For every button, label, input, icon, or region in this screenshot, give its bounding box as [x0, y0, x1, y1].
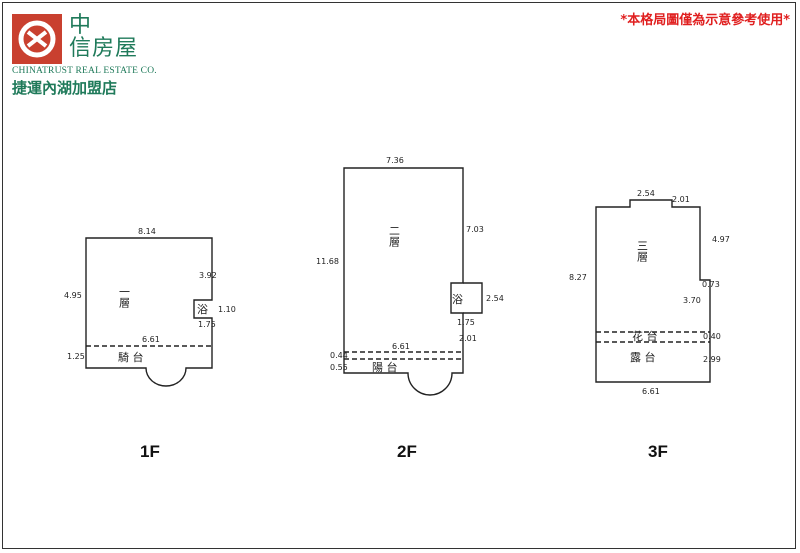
- room-1f-side: 浴: [197, 303, 208, 316]
- room-3f-bottom: 露 台: [630, 350, 656, 364]
- dim-3f-top-right: 2.01: [672, 195, 690, 204]
- room-3f-band: 花 台: [632, 329, 658, 343]
- room-1f-main: 一層: [118, 286, 131, 308]
- floor-plan-3f: [595, 199, 711, 383]
- dim-2f-right-upper: 7.03: [466, 225, 484, 234]
- dim-1f-left: 4.95: [64, 291, 82, 300]
- brand-english-name: CHINATRUST REAL ESTATE CO.: [12, 66, 157, 76]
- floor-label-3f: 3F: [648, 442, 668, 461]
- room-2f-main: 二層: [388, 225, 401, 247]
- brand-emblem-icon: [12, 14, 62, 64]
- dim-3f-bottom: 6.61: [642, 387, 660, 396]
- dim-3f-top: 2.54: [637, 189, 655, 198]
- room-2f-bottom: 陽 台: [372, 360, 398, 374]
- branch-name: 捷運內湖加盟店: [12, 79, 118, 97]
- dim-2f-notch-h: 2.54: [486, 294, 504, 303]
- dim-1f-bottom-inner: 6.61: [142, 335, 160, 344]
- dim-3f-right-mid: 3.70: [683, 296, 701, 305]
- dim-2f-bottom-left1: 0.44: [330, 351, 348, 360]
- dim-2f-bottom-inner: 6.61: [392, 342, 410, 351]
- dim-2f-left: 11.68: [316, 257, 339, 266]
- dim-2f-notch-w: 1.75: [457, 318, 475, 327]
- room-3f-main: 三層: [636, 240, 649, 262]
- dim-1f-bottom-left: 1.25: [67, 352, 85, 361]
- dim-1f-notch-w: 1.75: [198, 320, 216, 329]
- room-2f-side: 浴: [452, 293, 463, 306]
- brand-logo: 中 信房屋 CHINATRUST REAL ESTATE CO. 捷運內湖加盟店: [12, 10, 182, 97]
- brand-name-line1: 中: [69, 13, 93, 38]
- dim-2f-bottom-left2: 0.55: [330, 363, 348, 372]
- dim-3f-band: 0.40: [703, 332, 721, 341]
- brand-name: 中 信房屋: [69, 14, 138, 60]
- dim-3f-right-lower: 2.99: [703, 355, 721, 364]
- dim-2f-right-lower: 2.01: [459, 334, 477, 343]
- floor-label-2f: 2F: [397, 442, 417, 461]
- floor-label-1f: 1F: [140, 442, 160, 461]
- dim-3f-left: 8.27: [569, 273, 587, 282]
- dim-3f-right-upper: 4.97: [712, 235, 730, 244]
- dim-2f-top: 7.36: [386, 156, 404, 165]
- floor-plan-1f: [85, 237, 213, 387]
- dim-1f-notch-h: 1.10: [218, 305, 236, 314]
- dim-1f-right-upper: 3.92: [199, 271, 217, 280]
- dim-1f-top: 8.14: [138, 227, 156, 236]
- room-1f-bottom: 騎 台: [118, 350, 144, 364]
- floor-plan-2f: [343, 167, 483, 396]
- dim-3f-right-step: 0.73: [702, 280, 720, 289]
- disclaimer-text: *本格局圖僅為示意參考使用*: [620, 13, 790, 28]
- brand-name-line2: 信房屋: [69, 36, 139, 61]
